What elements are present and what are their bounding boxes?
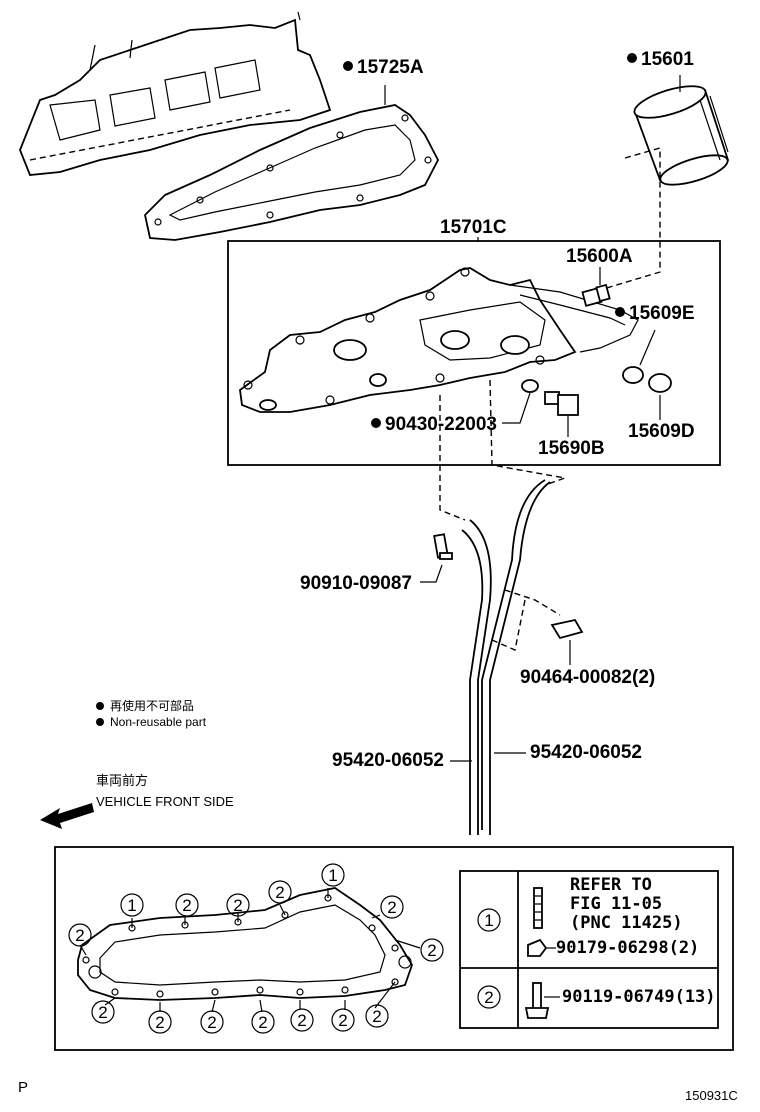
table-row-2-number: 2 [477,985,501,1009]
plug-15600A-illustration [581,283,611,307]
svg-text:1: 1 [328,866,337,885]
front-arrow-icon [40,803,94,829]
callout-circle: 2 [148,1010,172,1034]
oil-filter-15601-illustration [633,85,730,186]
bottom-detail-box [54,846,734,1051]
clip-90464-illustration [550,618,584,640]
non-reusable-dot [371,418,381,428]
callout-circle: 2 [420,938,444,962]
assembly-box [227,240,721,466]
svg-text:2: 2 [98,1003,107,1022]
legend-non-reusable-jp: 再使用不可部品 [110,698,194,713]
diagram-code: 150931C [685,1088,738,1103]
table-row-1-part: 90179-06298(2) [556,938,699,958]
svg-text:2: 2 [484,988,493,1007]
switch-15690B-illustration [544,391,579,416]
callout-circle: 2 [175,893,199,917]
cap-15609D-illustration [648,373,672,393]
callout-circle: 1 [321,863,345,887]
svg-text:2: 2 [182,896,191,915]
table-row-1-ref-line3: (PNC 11425) [570,913,683,933]
legend-dot [96,718,104,726]
label-15609E: 15609E [629,303,695,324]
table-row-2-part: 90119-06749(13) [562,987,716,1007]
callout-circle: 2 [365,1004,389,1028]
svg-text:1: 1 [127,896,136,915]
non-reusable-dot [627,53,637,63]
label-15690B: 15690B [538,438,605,459]
gasket-15725A-illustration [144,85,440,241]
table-row-1-ref-line1: REFER TO [570,875,652,895]
callout-circle: 2 [380,895,404,919]
gasket-90430-illustration [521,379,539,393]
callout-circle: 2 [91,1000,115,1024]
label-15601: 15601 [641,49,694,70]
svg-text:2: 2 [155,1013,164,1032]
gasket-bolt-pattern-illustration [77,887,421,1013]
svg-text:2: 2 [372,1007,381,1026]
flange-bolt-icon [524,982,550,1019]
label-95420-06052-left: 95420-06052 [332,750,444,771]
callout-circle: 2 [268,880,292,904]
table-row-1-ref-line2: FIG 11-05 [570,894,662,914]
label-90430-22003: 90430-22003 [385,414,497,435]
callout-circle: 2 [226,893,250,917]
nut-icon [527,938,548,957]
svg-text:2: 2 [258,1013,267,1032]
table-row-1-number: 1 [477,908,501,932]
label-15600A: 15600A [566,246,633,267]
callout-circle: 2 [290,1008,314,1032]
callout-circle: 2 [68,923,92,947]
callout-circle: 1 [120,893,144,917]
label-90910-09087: 90910-09087 [300,573,412,594]
footer-left: P [18,1079,28,1096]
reference-table: 1 REFER TO FIG 11-05 (PNC 11425) 90179-0… [459,870,719,1029]
vehicle-front-jp: 車両前方 [96,773,148,788]
dipstick-guide-tubes-illustration [461,479,551,835]
label-15725A: 15725A [357,57,424,78]
bolt-90910-illustration [433,533,453,560]
stud-bolt-icon [533,887,543,929]
label-90464-00082: 90464-00082(2) [520,667,655,688]
legend-non-reusable-en: Non-reusable part [110,715,207,729]
gasket-callouts: 1 2 2 2 2 1 2 2 2 2 2 2 2 2 2 [68,863,444,1034]
vehicle-front-en: VEHICLE FRONT SIDE [96,794,234,809]
svg-text:2: 2 [297,1011,306,1030]
svg-text:2: 2 [233,896,242,915]
engine-block-illustration [19,11,332,176]
non-reusable-dot [615,307,625,317]
label-15701C: 15701C [440,217,507,238]
callout-circle: 2 [331,1008,355,1032]
svg-text:2: 2 [275,883,284,902]
legend-dot [96,702,104,710]
callout-circle: 2 [251,1010,275,1034]
label-15609D: 15609D [628,421,695,442]
svg-text:2: 2 [338,1011,347,1030]
svg-text:2: 2 [387,898,396,917]
label-95420-06052-right: 95420-06052 [530,742,642,763]
svg-text:2: 2 [207,1013,216,1032]
svg-text:2: 2 [427,941,436,960]
svg-text:1: 1 [484,911,493,930]
oil-cooler-housing-illustration [239,267,639,413]
non-reusable-dot [343,61,353,71]
callout-circle: 2 [200,1010,224,1034]
seal-15609E-illustration [622,366,644,384]
svg-text:2: 2 [75,926,84,945]
